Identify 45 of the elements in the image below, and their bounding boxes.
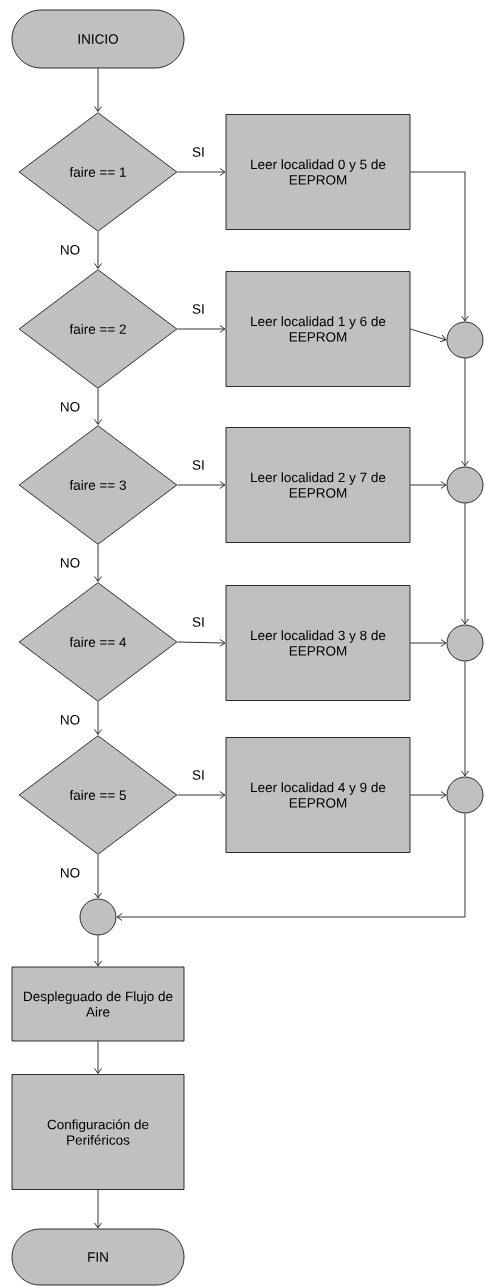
process-box: Leer localidad 0 y 5 de EEPROM <box>225 114 411 230</box>
connector-circle <box>79 898 117 936</box>
process-box: Despleguado de Flujo de Aire <box>11 966 185 1042</box>
connector-circle <box>446 624 484 662</box>
arrow <box>410 481 447 489</box>
edge-label: NO <box>61 245 80 255</box>
edge-label: SI <box>192 304 204 314</box>
connector-circle <box>446 776 484 814</box>
arrow <box>94 935 102 967</box>
arrow <box>94 1041 102 1074</box>
process-box: Leer localidad 4 y 9 de EEPROM <box>225 737 411 853</box>
arrow <box>94 1189 102 1229</box>
arrow <box>94 68 102 112</box>
arrow <box>410 328 447 343</box>
edge-label: SI <box>192 617 204 627</box>
edge-label: SI <box>192 770 204 780</box>
process-box: Leer localidad 2 y 7 de EEPROM <box>225 427 411 543</box>
arrow <box>94 544 102 582</box>
arrow <box>94 231 102 269</box>
process-box: Leer localidad 3 y 8 de EEPROM <box>225 585 411 701</box>
edge-label: NO <box>61 868 80 878</box>
edge-label: NO <box>61 558 80 568</box>
arrow <box>410 171 469 322</box>
process-box: Configuración de Periféricos <box>11 1074 185 1190</box>
arrow <box>177 325 226 333</box>
arrow <box>116 813 466 921</box>
arrow <box>461 661 469 777</box>
edge-label: NO <box>61 402 80 412</box>
arrow <box>461 358 469 467</box>
arrow <box>410 791 447 799</box>
arrow <box>461 503 469 625</box>
arrow <box>94 854 102 899</box>
arrow <box>94 388 102 425</box>
arrow <box>177 639 226 647</box>
edge-label: SI <box>192 147 204 157</box>
arrow <box>177 481 226 489</box>
connector-circle <box>446 321 484 359</box>
arrow <box>94 701 102 735</box>
edge-label: SI <box>192 460 204 470</box>
arrow <box>177 791 226 799</box>
arrow <box>177 168 226 176</box>
process-box: Leer localidad 1 y 6 de EEPROM <box>225 271 411 387</box>
arrow <box>410 639 447 647</box>
connector-circle <box>446 466 484 504</box>
edge-label: NO <box>61 715 80 725</box>
